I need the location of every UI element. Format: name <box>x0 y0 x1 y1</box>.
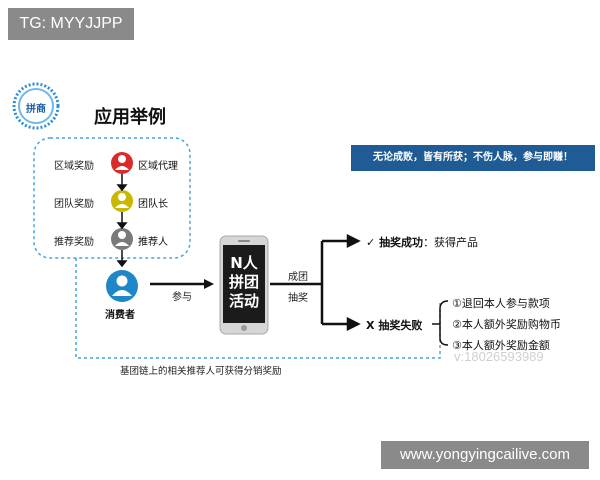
role-icon-regional <box>111 152 133 174</box>
success-check-icon: ✓ <box>366 236 376 249</box>
logo-icon <box>12 82 60 130</box>
role-name-regional: 区域代理 <box>138 161 178 172</box>
role-name-referrer: 推荐人 <box>138 237 168 248</box>
success-result: ：获得产品 <box>423 236 479 249</box>
consumer-icon <box>106 270 138 302</box>
phone-activity-text: N人 拼团 活动 <box>220 254 268 311</box>
slogan-banner: 无论成败，皆有所获；不伤人脉，参与即赚！ <box>351 145 595 171</box>
branch-label-draw: 抽奖 <box>288 293 308 304</box>
success-outcome: ✓ 抽奖成功：获得产品 <box>366 234 478 250</box>
phone-icon <box>219 235 269 335</box>
fail-label: 抽奖失败 <box>378 319 423 332</box>
distribution-reward-note: 基团链上的相关推荐人可获得分销奖励 <box>120 366 282 377</box>
role-icon-referrer <box>111 228 133 250</box>
role-arrows <box>116 174 128 268</box>
fail-x-icon: X <box>366 319 375 332</box>
roles-container <box>33 137 191 259</box>
fail-bracket <box>432 300 449 346</box>
phone-line-2: 拼团 <box>228 273 259 291</box>
participate-arrow <box>150 279 214 289</box>
fail-item-3: ③本人额外奖励金额 <box>452 339 550 352</box>
role-icon-team <box>111 190 133 212</box>
branch-lines <box>270 233 361 332</box>
site-watermark: www.yongyingcailive.com <box>381 441 589 469</box>
role-name-team: 团队长 <box>138 199 168 210</box>
tg-watermark: TG: MYYJJPP <box>8 8 134 40</box>
page-title: 应用举例 <box>94 107 166 128</box>
phone-line-1: N人 <box>230 254 258 272</box>
fail-outcome: X 抽奖失败 <box>366 317 422 333</box>
success-label: 抽奖成功 <box>379 236 424 249</box>
fail-item-1: ①退回本人参与款项 <box>452 297 550 310</box>
consumer-name: 消费者 <box>105 310 135 321</box>
phone-watermark: v:18026593989 <box>454 349 544 364</box>
fail-item-2: ②本人额外奖励购物币 <box>452 318 561 331</box>
logo-text: 拼商 <box>26 104 46 115</box>
reward-label-regional: 区域奖励 <box>54 161 94 172</box>
branch-label-formed: 成团 <box>288 272 308 283</box>
reward-label-team: 团队奖励 <box>54 199 94 210</box>
phone-line-3: 活动 <box>228 292 259 310</box>
participate-label: 参与 <box>172 292 192 303</box>
reward-label-referrer: 推荐奖励 <box>54 237 94 248</box>
